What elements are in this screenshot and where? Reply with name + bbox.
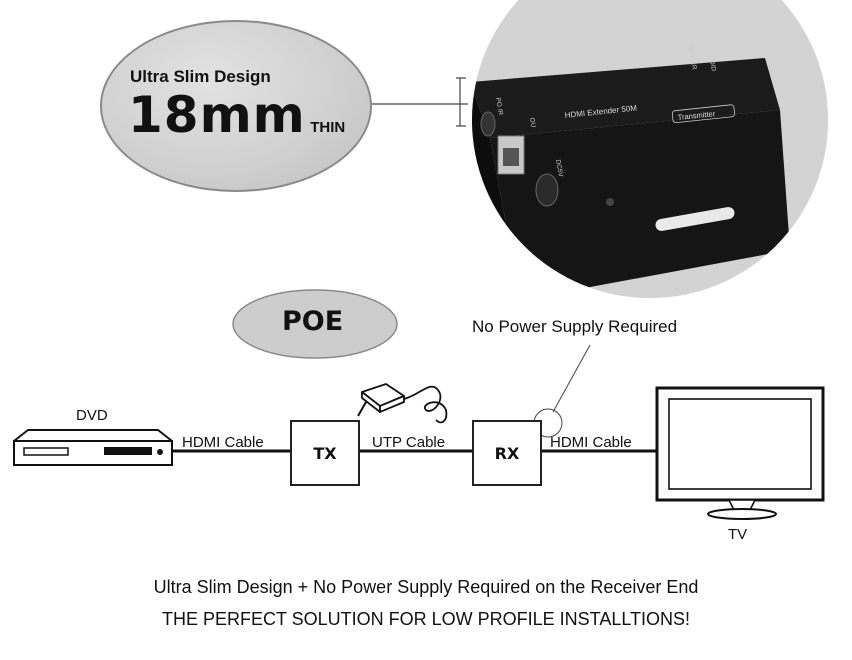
slim-size-value: 18mm (128, 86, 306, 144)
poe-label: POE (282, 306, 344, 337)
cable-label-dvd-tx: HDMI Cable (182, 434, 264, 451)
caption-line-2: THE PERFECT SOLUTION FOR LOW PROFILE INS… (161, 609, 691, 629)
slim-size-suffix: THIN (310, 119, 346, 136)
side-vent (655, 207, 735, 231)
dvd-player (13, 429, 173, 466)
no-power-note: No Power Supply Required (472, 317, 678, 336)
device-top-face (472, 58, 780, 138)
tx-box: TX (290, 420, 360, 486)
power-adapter (339, 383, 448, 425)
note-leader-line (552, 344, 591, 413)
port-label-ir: PO IR (494, 97, 504, 116)
port-label-ou: OU (528, 117, 537, 128)
transmitter-badge-box (671, 104, 736, 124)
slim-design-title: Ultra Slim Design (130, 67, 271, 86)
cable-label-rx-tv: HDMI Cable (550, 434, 632, 451)
poe-bubble (232, 289, 398, 359)
caption-line-1: Ultra Slim Design + No Power Supply Requ… (153, 577, 699, 597)
device-photo: HDMI Extender 50M Transmitter PO WER OID… (472, 0, 828, 298)
port-label-dc: DC5V (554, 159, 564, 178)
slim-design-bubble (100, 20, 372, 192)
slim-size-row: 18mm THIN (128, 86, 345, 144)
tv-label: TV (728, 526, 748, 543)
port-label-power: PO WER (686, 43, 698, 70)
tv-set (655, 386, 825, 520)
ir-port (480, 111, 496, 137)
port-label-oid: OID (708, 59, 717, 72)
dvd-label: DVD (76, 407, 108, 424)
cable-label-tx-rx: UTP Cable (372, 434, 446, 451)
transmitter-badge: Transmitter (677, 109, 716, 122)
rx-box: RX (472, 420, 542, 486)
dc-port (535, 173, 559, 207)
